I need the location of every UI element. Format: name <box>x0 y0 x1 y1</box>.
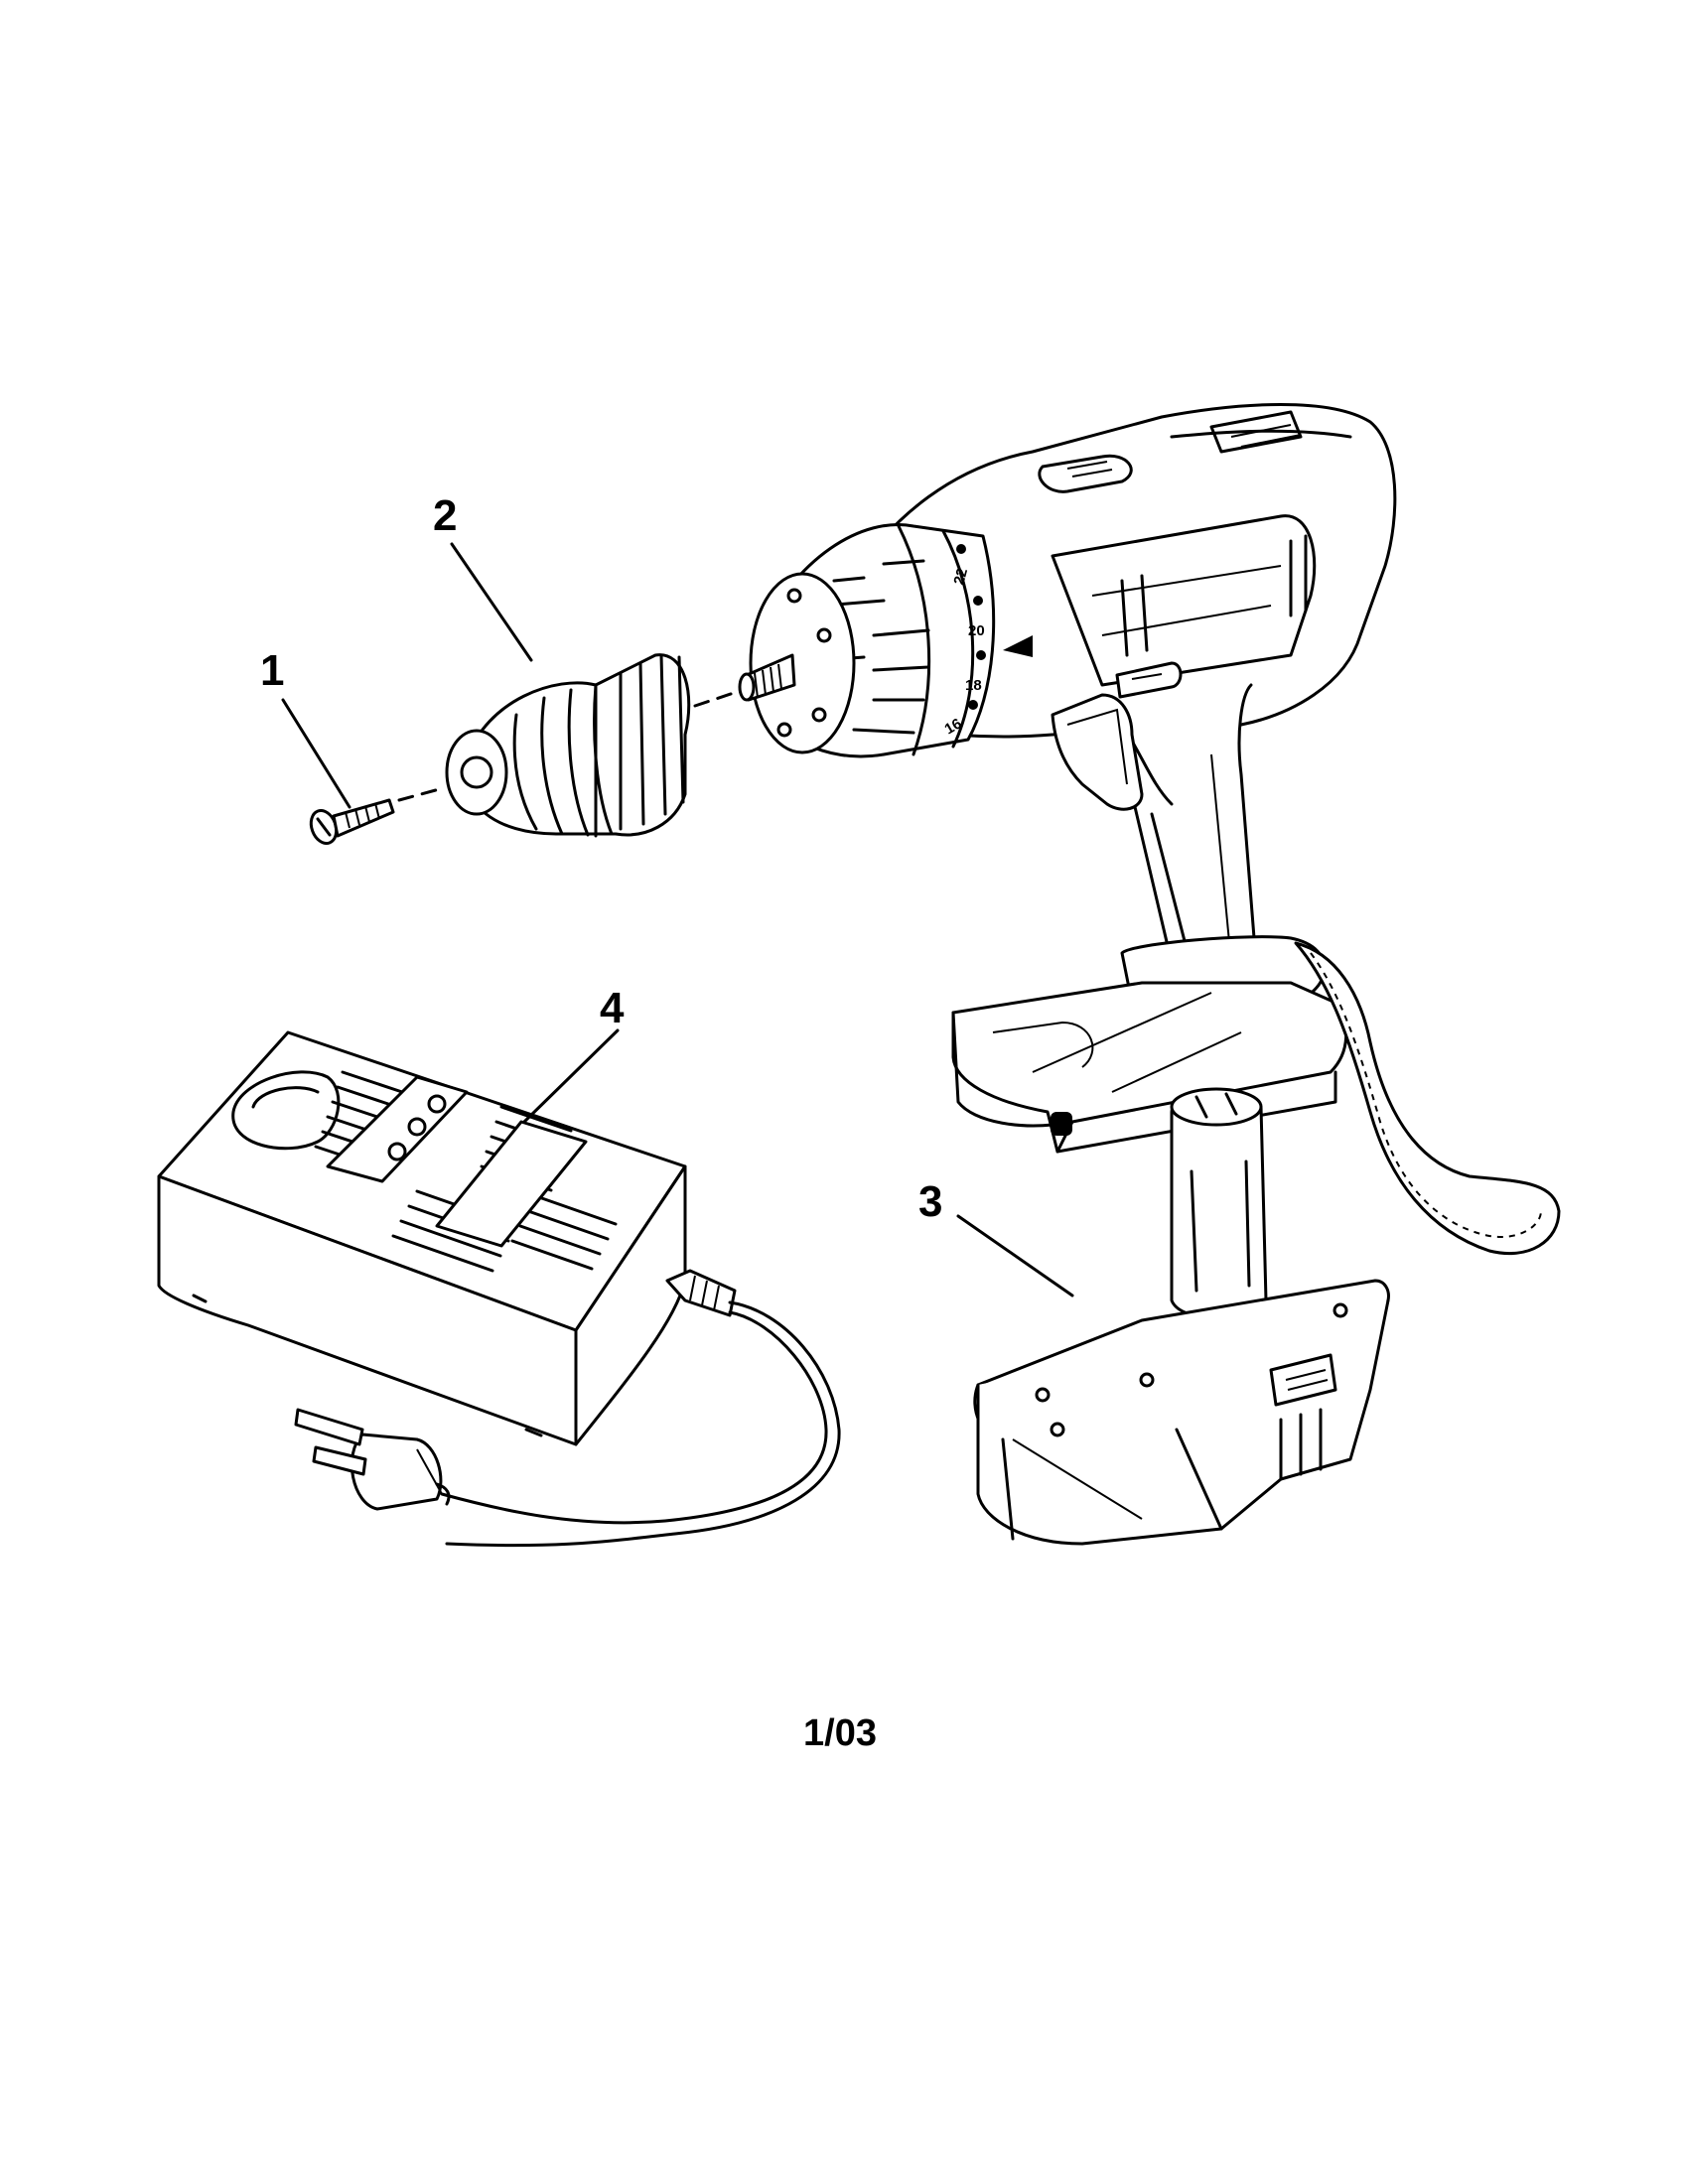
drill-icon[interactable] <box>738 403 1397 1154</box>
callout-1: 1 <box>260 646 284 695</box>
dial-number-22: 22 <box>950 567 971 588</box>
callout-4: 4 <box>600 984 625 1032</box>
power-cord <box>440 1310 828 1525</box>
chuck-icon[interactable] <box>445 653 691 838</box>
leader-line-1 <box>281 698 351 809</box>
battery-pack-icon[interactable] <box>973 1087 1390 1546</box>
screw-icon[interactable] <box>307 798 395 847</box>
charger-icon[interactable] <box>157 1030 737 1446</box>
dial-number-18: 18 <box>965 677 982 694</box>
leader-line-4 <box>522 1028 620 1124</box>
axis-line <box>397 786 445 802</box>
callout-2: 2 <box>433 491 457 540</box>
date-code: 1/03 <box>803 1712 877 1754</box>
axis-line <box>693 690 739 708</box>
dial-number-20: 20 <box>968 622 985 639</box>
power-cord <box>445 1300 841 1548</box>
leader-line-3 <box>956 1214 1074 1297</box>
power-plug-icon <box>294 1408 451 1511</box>
leader-line-2 <box>450 542 533 662</box>
wrist-strap-icon <box>1294 941 1561 1256</box>
dial-number-16: 16 <box>942 715 965 738</box>
callout-3: 3 <box>918 1177 942 1226</box>
